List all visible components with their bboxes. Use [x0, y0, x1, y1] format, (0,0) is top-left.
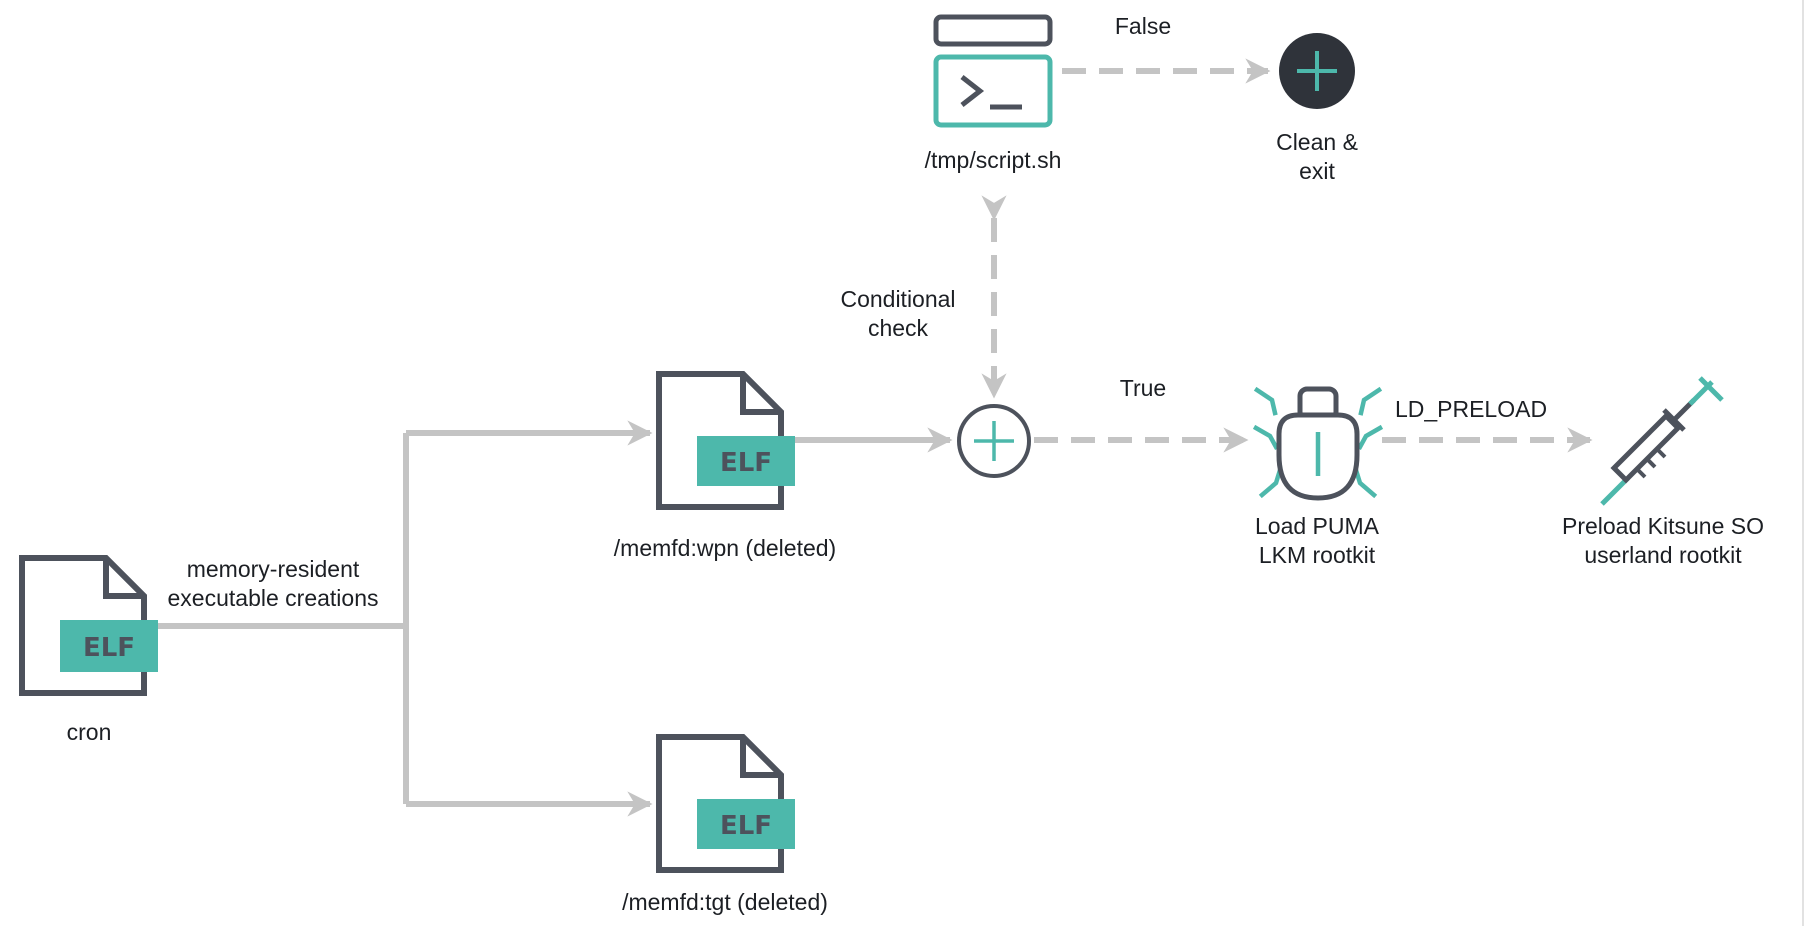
- terminal-icon: [933, 14, 1053, 128]
- node-label-puma-line2: LKM rootkit: [1259, 542, 1376, 568]
- elf-file-icon: ELF: [19, 555, 158, 696]
- elf-file-icon: ELF: [656, 734, 795, 873]
- node-label-cron: cron: [67, 719, 112, 745]
- node-label-kitsune-line1: Preload Kitsune SO: [1562, 513, 1764, 539]
- plus-circle-filled-icon: [1279, 33, 1355, 109]
- edge-label-conditional-line2: check: [868, 315, 929, 341]
- node-label-clean-line1: Clean &: [1276, 129, 1358, 155]
- node-label-clean-line2: exit: [1299, 158, 1335, 184]
- edge-label-true: True: [1120, 375, 1166, 401]
- node-label-memfd-tgt: /memfd:tgt (deleted): [622, 889, 828, 915]
- node-label-puma-line1: Load PUMA: [1255, 513, 1380, 539]
- elf-badge-tgt: ELF: [720, 811, 772, 841]
- plus-circle-outline-icon: [957, 404, 1031, 478]
- node-label-memfd-wpn: /memfd:wpn (deleted): [614, 535, 836, 561]
- edge-label-conditional-line1: Conditional: [840, 286, 955, 312]
- elf-badge-wpn: ELF: [720, 448, 772, 478]
- syringe-icon: [1600, 376, 1724, 506]
- bug-icon: [1252, 386, 1384, 501]
- edge-label-false: False: [1115, 13, 1171, 39]
- node-label-kitsune-line2: userland rootkit: [1584, 542, 1742, 568]
- elf-file-icon: ELF: [656, 371, 795, 510]
- connectors: [158, 58, 1593, 817]
- edge-label-memory-line1: memory-resident: [187, 556, 360, 582]
- edge-label-ld-preload: LD_PRELOAD: [1395, 396, 1547, 422]
- node-label-script: /tmp/script.sh: [925, 147, 1062, 173]
- elf-badge-cron: ELF: [83, 633, 135, 663]
- edge-label-memory-line2: executable creations: [168, 585, 379, 611]
